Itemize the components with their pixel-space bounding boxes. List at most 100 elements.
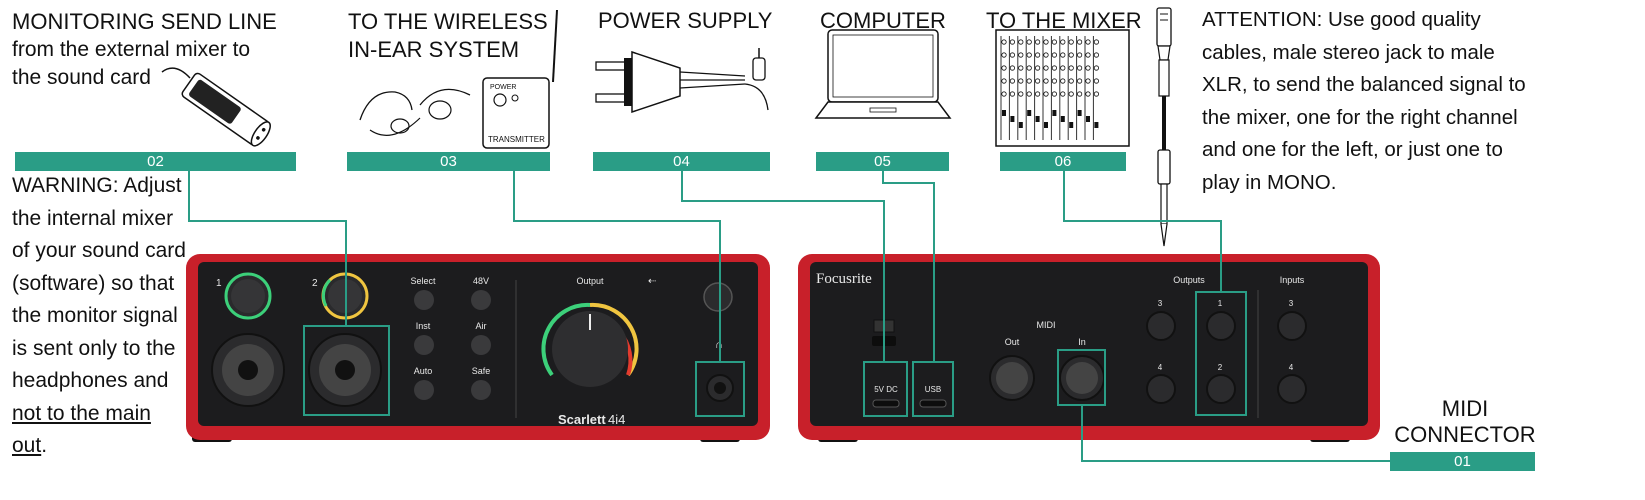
mixer-knob	[1001, 52, 1007, 58]
mixer-knob	[1085, 39, 1091, 45]
mixer-knob	[1093, 39, 1100, 45]
mixer-knob	[1043, 52, 1049, 58]
badge-04: 04	[593, 152, 770, 171]
mixer-knob	[1026, 52, 1032, 58]
warning-underlined: not to the main	[12, 401, 151, 425]
power-plug-icon	[595, 48, 769, 114]
midi-connector-heading: MIDI CONNECTOR	[1390, 396, 1540, 448]
mixer-fader	[1035, 116, 1040, 122]
wireless-heading-line1: TO THE WIRELESS	[348, 9, 548, 34]
phantom-button[interactable]	[471, 290, 491, 310]
wireless-heading: TO THE WIRELESS IN-EAR SYSTEM	[348, 8, 548, 64]
in4-label: 4	[1289, 363, 1294, 372]
air-label: Air	[476, 321, 487, 331]
inst-button[interactable]	[414, 335, 434, 355]
out3-jack[interactable]	[1146, 311, 1176, 341]
mixer-knob	[1009, 91, 1016, 97]
auto-button[interactable]	[414, 380, 434, 400]
midi-heading-line2: CONNECTOR	[1394, 422, 1536, 447]
output-label: Output	[576, 276, 604, 286]
wire-03	[513, 171, 721, 362]
mixer-knob	[1068, 91, 1074, 97]
mixer-knob	[1060, 78, 1066, 84]
out2-jack[interactable]	[1206, 374, 1236, 404]
mixer-knob	[1009, 52, 1016, 58]
mixer-knob	[1001, 91, 1007, 97]
dc-port[interactable]	[872, 399, 900, 408]
model-suffix: 4i4	[608, 412, 625, 427]
mixer-knob	[1085, 91, 1091, 97]
mixer-knob	[1001, 78, 1007, 84]
mixer-knob	[1093, 52, 1100, 58]
in3-jack[interactable]	[1277, 311, 1307, 341]
warning-line: the internal mixer	[12, 206, 174, 230]
mixer-knob	[1001, 65, 1007, 71]
in3-label: 3	[1289, 299, 1294, 308]
output-knob[interactable]	[541, 302, 639, 387]
jack-xlr-cable-icon	[1156, 7, 1172, 247]
mixer-fader	[1052, 110, 1057, 116]
inputs-label: Inputs	[1280, 275, 1305, 285]
safe-button[interactable]	[471, 380, 491, 400]
warning-line: (software) so that	[12, 271, 175, 295]
attention-line: ATTENTION: Use good quality	[1202, 8, 1481, 31]
mixer-icon	[995, 29, 1130, 147]
input2-label: 2	[312, 278, 318, 289]
mixer-knob	[1051, 65, 1058, 71]
model-name: Scarlett	[558, 412, 606, 427]
air-button[interactable]	[471, 335, 491, 355]
midi-in-port[interactable]	[1059, 355, 1105, 401]
attention-note: ATTENTION: Use good quality cables, male…	[1202, 4, 1526, 199]
mixer-knob	[1035, 39, 1041, 45]
transmitter-power-label: POWER	[490, 84, 516, 91]
laptop-icon	[814, 29, 952, 119]
mixer-knob	[1051, 78, 1058, 84]
mixer-knob	[1018, 91, 1024, 97]
warning-line: headphones and	[12, 369, 169, 392]
safe-label: Safe	[472, 366, 491, 376]
midi-out-label: Out	[1005, 337, 1020, 347]
midi-out-port[interactable]	[989, 355, 1035, 401]
mixer-knob	[1026, 91, 1032, 97]
xlr-cable-icon	[161, 67, 271, 147]
out1-jack[interactable]	[1206, 311, 1236, 341]
auto-label: Auto	[414, 366, 433, 376]
monitoring-heading-line3: the sound card	[12, 66, 151, 89]
usb-port[interactable]	[919, 399, 947, 408]
badge-01: 01	[1390, 452, 1535, 471]
mixer-knob	[1060, 91, 1066, 97]
warning-note: WARNING: Adjust the internal mixer of yo…	[12, 170, 186, 463]
mixer-knob	[1085, 65, 1091, 71]
mixer-fader	[1010, 116, 1015, 122]
midi-heading-line1: MIDI	[1441, 396, 1489, 421]
attention-line: XLR, to send the balanced signal to	[1202, 73, 1526, 96]
out4-jack[interactable]	[1146, 374, 1176, 404]
mixer-knob	[1018, 65, 1024, 71]
wire-05	[882, 171, 935, 362]
out2-label: 2	[1218, 363, 1223, 372]
badge-02: 02	[15, 152, 296, 171]
in-ear-monitor-icon	[359, 88, 471, 136]
mixer-knob	[1068, 52, 1074, 58]
combo-jack-2[interactable]	[308, 333, 382, 407]
wire-04	[681, 171, 885, 362]
wireless-heading-line2: IN-EAR SYSTEM	[348, 37, 520, 62]
mixer-knob	[1093, 65, 1100, 71]
mixer-knob	[1085, 52, 1091, 58]
mixer-knob	[1018, 52, 1024, 58]
mixer-knob	[1043, 65, 1049, 71]
mixer-knob	[1009, 78, 1016, 84]
headphone-icon: ∩	[715, 339, 723, 351]
in4-jack[interactable]	[1277, 374, 1307, 404]
combo-jack-1[interactable]	[211, 333, 285, 407]
badge-05: 05	[816, 152, 949, 171]
mixer-knob	[1018, 78, 1024, 84]
mixer-knob	[1051, 39, 1058, 45]
select-button[interactable]	[414, 290, 434, 310]
mixer-knob	[1026, 65, 1032, 71]
monitor-knob[interactable]	[703, 282, 733, 312]
out3-label: 3	[1158, 299, 1163, 308]
mixer-knob	[1077, 91, 1083, 97]
mixer-knob	[1051, 52, 1058, 58]
